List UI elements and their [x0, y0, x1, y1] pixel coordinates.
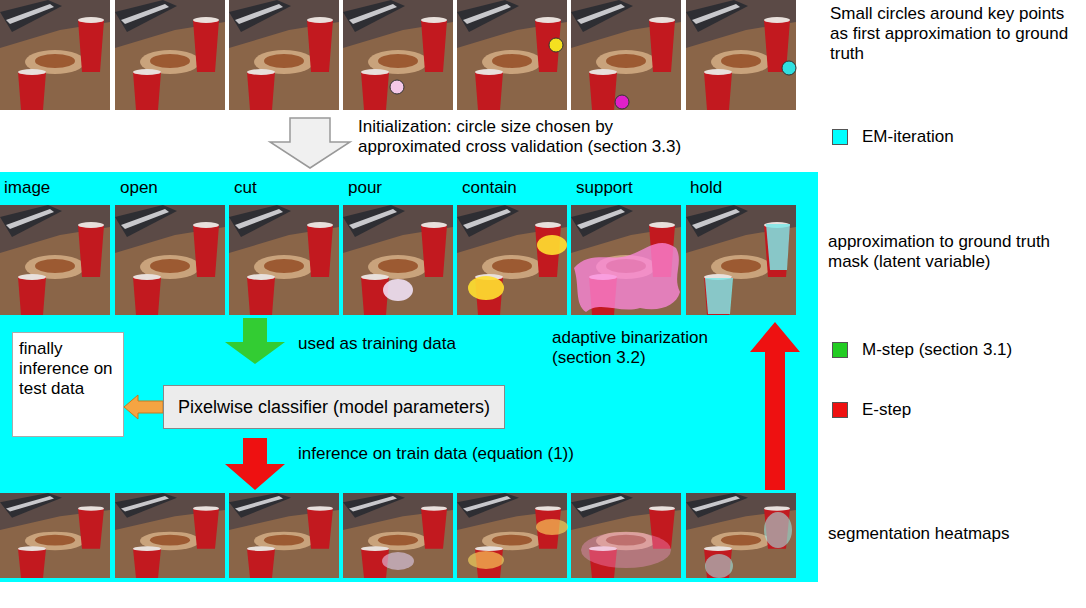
label: used as training data [298, 334, 456, 354]
legend-swatch [832, 342, 848, 358]
photo [457, 0, 567, 110]
photo [686, 0, 796, 110]
photo [343, 205, 453, 315]
label: contain [462, 178, 517, 198]
e-step-arrow [225, 438, 285, 490]
label: pour [348, 178, 382, 198]
e-step-arrow [750, 322, 800, 490]
mask-blob [537, 235, 567, 255]
photo [229, 0, 339, 110]
photo [229, 205, 339, 315]
photo [115, 0, 225, 110]
keypoint-circle [390, 80, 404, 94]
m-step-arrow [225, 318, 285, 364]
photo [0, 493, 110, 578]
photo [457, 205, 567, 315]
heatmap-glow [764, 512, 792, 548]
photo [686, 205, 796, 315]
output-box: finally inference on test data [12, 332, 124, 437]
legend-text: M-step (section 3.1) [862, 340, 1012, 360]
init-arrow [270, 118, 350, 168]
photo [229, 493, 339, 578]
legend-text: EM-iteration [862, 127, 954, 147]
label: Small circles around key points as first… [830, 4, 1070, 64]
keypoint-circle [782, 61, 796, 75]
legend-swatch [832, 402, 848, 418]
photo [115, 493, 225, 578]
mask-blob [574, 243, 680, 312]
mask-blob [705, 278, 733, 314]
photo [686, 493, 796, 578]
node-text: Pixelwise classifier (model parameters) [178, 396, 490, 418]
legend-text: E-step [862, 400, 911, 420]
em-panel [0, 172, 818, 582]
label: cut [234, 178, 257, 198]
heatmap-glow [581, 532, 671, 568]
heatmap-glow [468, 551, 504, 569]
label: approximation to ground truth mask (late… [828, 232, 1078, 272]
keypoint-circle [549, 38, 563, 52]
heatmap-glow [536, 519, 568, 535]
node-text: finally inference on test data [19, 339, 117, 399]
process-box: Pixelwise classifier (model parameters) [163, 385, 505, 429]
photo [571, 493, 681, 578]
label: hold [690, 178, 722, 198]
heatmap-glow [382, 552, 414, 570]
label: segmentation heatmaps [828, 524, 1068, 544]
label: inference on train data (equation (1)) [298, 444, 574, 464]
label: open [120, 178, 158, 198]
photo [571, 205, 681, 315]
heatmap-glow [705, 554, 733, 578]
photo [571, 0, 681, 110]
photo [343, 493, 453, 578]
mask-blob [468, 276, 504, 300]
label: image [4, 178, 50, 198]
label: adaptive binarization (section 3.2) [552, 328, 742, 368]
keypoint-circle [615, 95, 629, 109]
mask-blob [383, 279, 413, 301]
label: Initialization: circle size chosen by ap… [358, 117, 718, 157]
block-arrow [124, 395, 163, 419]
photo [457, 493, 567, 578]
photo [0, 0, 110, 110]
mask-blob [766, 224, 790, 270]
legend-swatch [832, 129, 848, 145]
label: support [576, 178, 633, 198]
photo [0, 205, 110, 315]
photo [343, 0, 453, 110]
photo [115, 205, 225, 315]
